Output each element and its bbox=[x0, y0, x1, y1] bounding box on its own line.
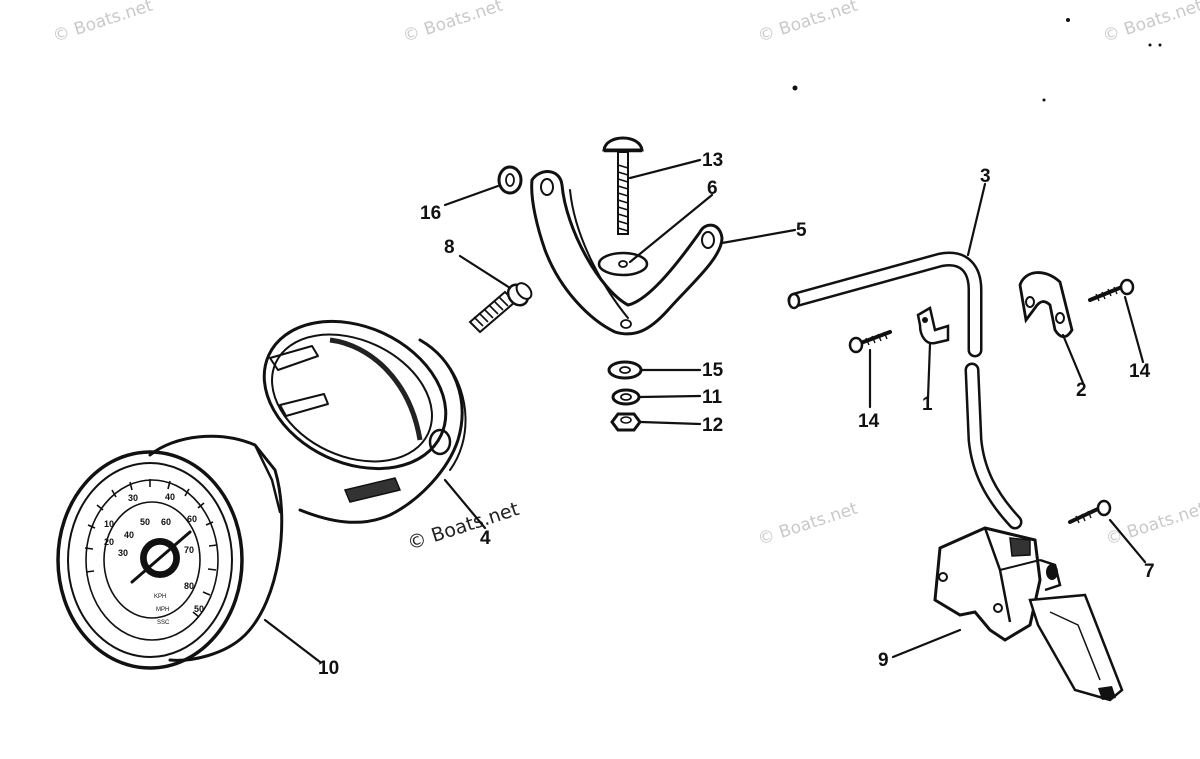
mounting-screw bbox=[468, 282, 533, 334]
callout-7: 7 bbox=[1144, 561, 1155, 582]
gauge-inner-50: 50 bbox=[140, 517, 150, 527]
watermark-top-far-right: © Boats.net bbox=[1100, 0, 1200, 47]
watermark-top-right: © Boats.net bbox=[755, 0, 860, 47]
gauge-brand: SSC bbox=[157, 620, 170, 626]
callout-15: 15 bbox=[702, 360, 724, 381]
tube-clip bbox=[916, 306, 950, 345]
cup-rim bbox=[262, 319, 448, 471]
carriage-bolt bbox=[602, 136, 644, 235]
gauge-tick-marks bbox=[84, 479, 218, 618]
gauge-needle bbox=[130, 530, 192, 584]
cable-tube bbox=[787, 251, 1023, 530]
gauge-unit-mph: MPH bbox=[156, 607, 169, 613]
callout-5: 5 bbox=[796, 220, 807, 241]
watermark-top-center: © Boats.net bbox=[400, 0, 505, 47]
callout-12: 12 bbox=[702, 415, 723, 436]
watermark-bottom-far-right: © Boats.net bbox=[1103, 499, 1200, 550]
callout-3: 3 bbox=[980, 166, 991, 187]
gauge-outer-60: 60 bbox=[187, 514, 197, 524]
leader-lines bbox=[263, 158, 1147, 664]
lock-washer-11 bbox=[611, 388, 641, 406]
mounting-cup bbox=[262, 319, 467, 524]
callout-2: 2 bbox=[1076, 380, 1087, 401]
gauge-inner-20: 20 bbox=[104, 537, 114, 547]
hex-nut-12 bbox=[610, 412, 642, 432]
gauge-bezel bbox=[56, 450, 244, 670]
gauge-inner-60: 60 bbox=[161, 517, 171, 527]
gauge-outer-40: 40 bbox=[165, 492, 175, 502]
gauge-unit-kph: KPH bbox=[154, 594, 166, 600]
callout-16: 16 bbox=[420, 203, 441, 224]
speed-pickup bbox=[933, 526, 1124, 702]
callout-9: 9 bbox=[878, 650, 889, 671]
gauge-outer-30: 30 bbox=[128, 493, 138, 503]
washer-15 bbox=[607, 360, 643, 380]
washer-16 bbox=[497, 165, 523, 195]
callout-6: 6 bbox=[707, 178, 718, 199]
callout-labels: 1 2 3 4 5 6 7 8 9 10 11 12 13 14 14 15 1… bbox=[318, 150, 1155, 679]
callout-1: 1 bbox=[922, 394, 933, 415]
watermark-middle-right: © Boats.net bbox=[755, 499, 860, 550]
callout-4: 4 bbox=[480, 528, 491, 549]
gauge-inner-40: 40 bbox=[124, 530, 134, 540]
callout-11: 11 bbox=[702, 387, 723, 408]
cup-shell bbox=[298, 338, 464, 524]
wood-screw-14-right bbox=[1088, 278, 1135, 302]
u-bracket bbox=[530, 170, 724, 336]
gauge-inner-30: 30 bbox=[118, 548, 128, 558]
callout-14-left: 14 bbox=[858, 411, 880, 432]
speedometer-gauge: 30 40 60 50 10 20 30 40 50 60 70 80 KPH … bbox=[56, 434, 284, 670]
callout-14-right: 14 bbox=[1129, 361, 1151, 382]
gauge-inner-10: 10 bbox=[104, 519, 114, 529]
wood-screw-14-left bbox=[848, 330, 892, 354]
gauge-dial-face bbox=[85, 479, 219, 641]
cup-side-hole bbox=[428, 428, 452, 456]
watermark-center: © Boats.net bbox=[405, 498, 522, 555]
pickup-screw-7 bbox=[1068, 499, 1112, 524]
gauge-housing bbox=[148, 434, 284, 662]
callout-13: 13 bbox=[702, 150, 723, 171]
callout-10: 10 bbox=[318, 658, 339, 679]
watermark-top-left: © Boats.net bbox=[50, 0, 155, 47]
callout-8: 8 bbox=[444, 237, 455, 258]
flat-washer-6 bbox=[597, 251, 649, 277]
gauge-outer-50: 50 bbox=[194, 604, 204, 614]
print-specks bbox=[792, 18, 1162, 102]
gauge-inner-70: 70 bbox=[184, 545, 194, 555]
tube-clamp bbox=[1018, 271, 1074, 339]
gauge-inner-80: 80 bbox=[184, 581, 194, 591]
